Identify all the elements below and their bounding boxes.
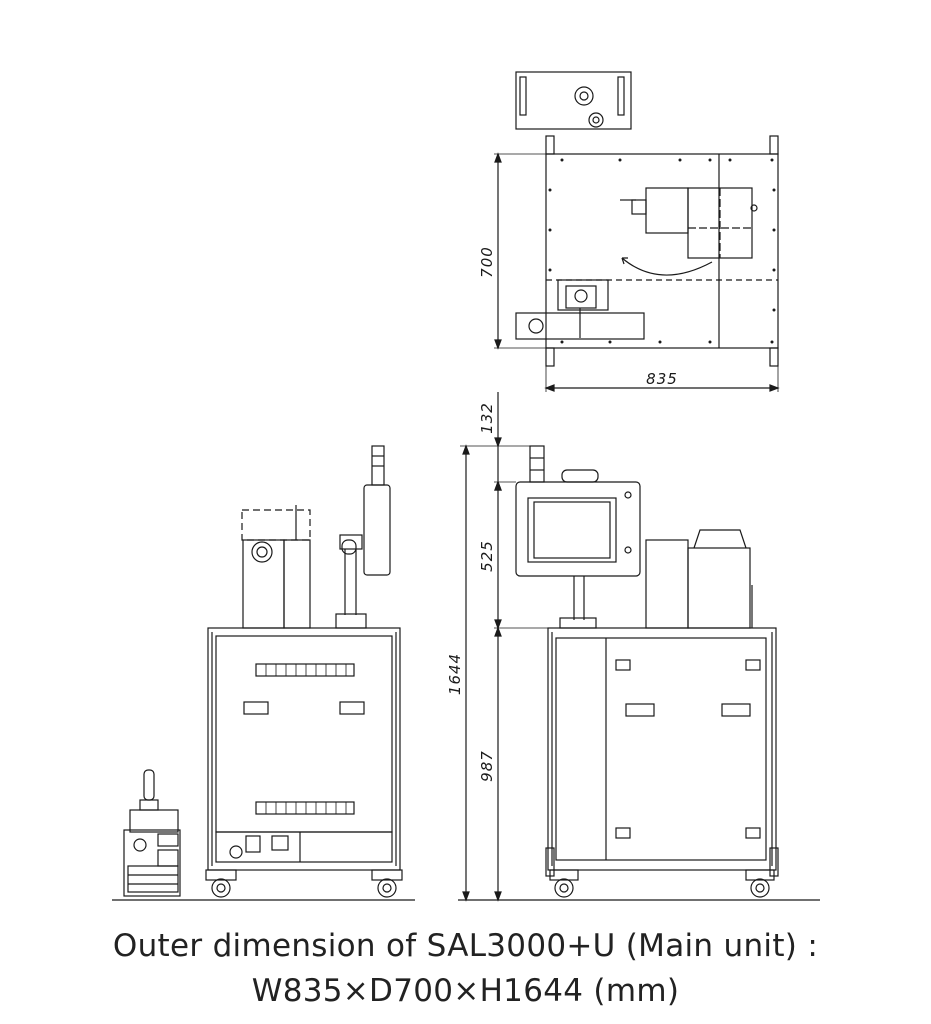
front-cabinet — [547, 627, 777, 871]
technical-drawing: 700 835 132 525 1644 987 — [112, 71, 820, 902]
caption-title: Outer dimension of SAL3000+U (Main unit)… — [112, 928, 819, 964]
monitor — [515, 481, 641, 577]
plan-outline — [545, 153, 779, 349]
vacuum-pump — [123, 769, 181, 897]
side-view-left — [112, 445, 415, 901]
total-height-label: 1644 — [446, 653, 464, 695]
front-view — [458, 392, 820, 902]
detail-box — [515, 71, 632, 130]
depth-label: 700 — [478, 246, 496, 278]
width-label: 835 — [646, 370, 678, 388]
top-offset-label: 132 — [478, 402, 496, 434]
left-cabinet — [207, 627, 401, 871]
cabinet-height-label: 987 — [478, 750, 496, 782]
monitor-section-label: 525 — [478, 540, 496, 572]
top-view — [494, 71, 780, 392]
caption-dimensions: W835×D700×H1644 (mm) — [251, 973, 680, 1009]
